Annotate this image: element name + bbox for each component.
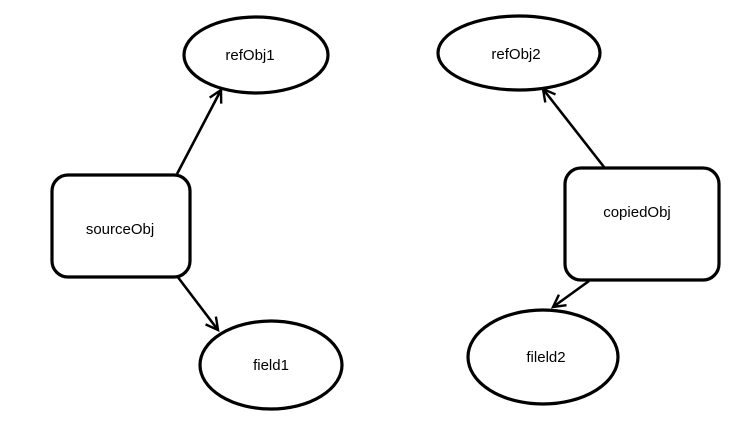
- node-copiedobj: copiedObj: [563, 166, 721, 282]
- field1-ellipse: [198, 319, 344, 411]
- sourceobj-label: sourceObj: [86, 221, 154, 238]
- fileld2-ellipse: [466, 308, 620, 406]
- refobj1-label: refObj1: [225, 47, 274, 64]
- edge-copiedobj-to-refobj2: [541, 87, 606, 168]
- copiedobj-rect: [563, 166, 721, 282]
- refobj1-ellipse: [182, 15, 330, 95]
- node-refobj1: refObj1: [182, 15, 330, 95]
- edge-sourceobj-to-field1: [175, 275, 220, 333]
- sourceobj-rect: [50, 173, 192, 279]
- edge-copiedobj-to-fileld2: [550, 279, 590, 309]
- node-refobj2: refObj2: [436, 14, 602, 92]
- node-fileld2: fileld2: [466, 308, 620, 406]
- refobj2-ellipse: [436, 14, 602, 92]
- field1-label: field1: [253, 357, 289, 374]
- copiedobj-label: copiedObj: [603, 204, 671, 221]
- node-sourceobj: sourceObj: [50, 173, 192, 279]
- node-field1: field1: [198, 319, 344, 411]
- refobj2-label: refObj2: [491, 46, 540, 63]
- fileld2-label: fileld2: [526, 349, 565, 366]
- edge-sourceobj-to-refobj1: [175, 87, 223, 175]
